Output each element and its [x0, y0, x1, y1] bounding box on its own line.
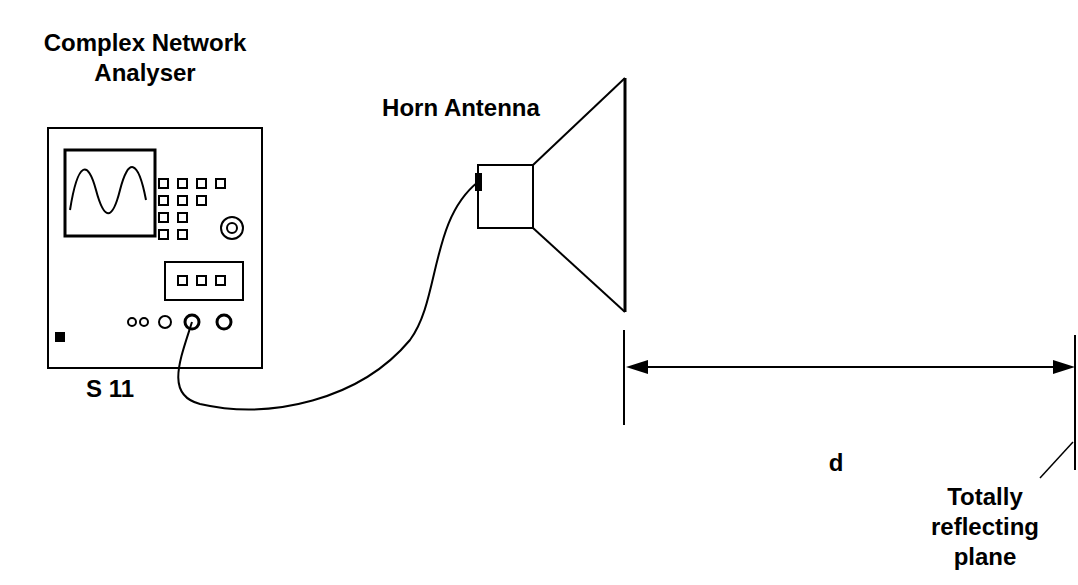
distance-label: d: [816, 448, 856, 478]
coax-cable: [178, 182, 478, 409]
plane-label: Totally reflecting plane: [920, 482, 1050, 572]
network-analyser: [48, 128, 262, 368]
instrument-title: Complex Network Analyser: [15, 28, 275, 88]
reflecting-plane: [1040, 335, 1075, 478]
antenna-label: Horn Antenna: [341, 93, 581, 123]
distance-dimension: [624, 330, 1075, 425]
port-label: S 11: [65, 374, 155, 404]
